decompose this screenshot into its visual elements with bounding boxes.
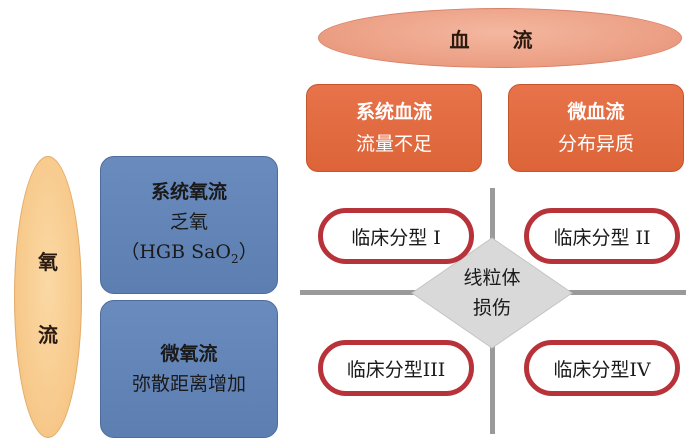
mitochondria-line1: 线粒体 [463,267,521,289]
systemic-blood-flow-box: 系统血流 流量不足 [306,84,482,172]
systemic-blood-flow-title: 系统血流 [355,101,432,123]
systemic-oxygen-flow-line2: （HGB SaO2） [120,240,258,266]
micro-oxygen-flow-title: 微氧流 [160,343,218,365]
systemic-oxygen-flow-title: 系统氧流 [150,180,227,203]
micro-oxygen-flow-line1: 弥散距离增加 [131,373,246,395]
mitochondria-line2: 损伤 [472,297,511,319]
clinical-type-3: 临床分型III [318,340,474,396]
oxygen-flow-char-2: 流 [38,323,58,347]
blood-flow-label: 血 流 [449,27,551,52]
clinical-type-1: 临床分型 I [318,208,474,264]
micro-blood-flow-title: 微血流 [567,101,625,123]
micro-blood-flow-box: 微血流 分布异质 [508,84,684,172]
systemic-blood-flow-subtitle: 流量不足 [355,133,432,155]
clinical-type-4: 临床分型IV [524,340,680,396]
micro-oxygen-flow-box: 微氧流 弥散距离增加 [100,300,278,438]
clinical-type-2: 临床分型 II [524,208,680,264]
oxygen-flow-header: 氧 流 [14,156,82,438]
micro-blood-flow-subtitle: 分布异质 [557,133,634,155]
blood-flow-header: 血 流 [318,8,682,68]
mitochondria-label: 线粒体 损伤 [410,236,574,350]
systemic-oxygen-flow-line1: 乏氧 [169,210,208,233]
systemic-oxygen-flow-box: 系统氧流 乏氧 （HGB SaO2） [100,156,278,294]
oxygen-flow-char-1: 氧 [38,250,58,274]
mitochondria-diamond [411,237,573,349]
